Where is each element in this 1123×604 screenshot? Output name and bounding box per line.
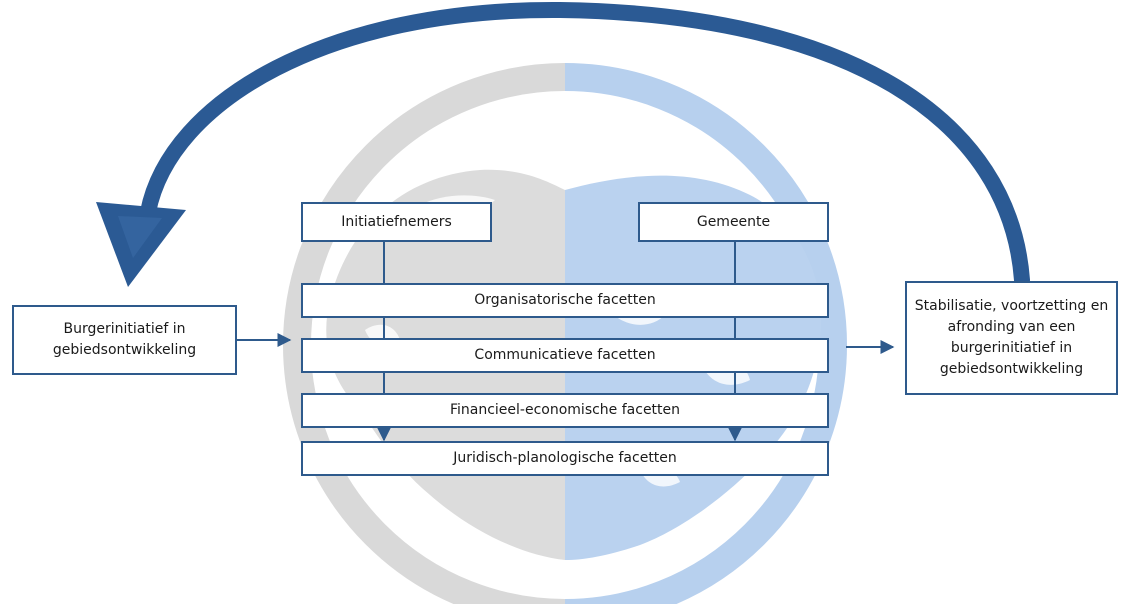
facet-box-juridisch-planologisch: Juridisch-planologische facetten: [301, 441, 829, 476]
input-label: Burgerinitiatief in gebiedsontwikkeling: [52, 321, 197, 358]
cycle-arrow-icon: [96, 1, 1030, 288]
actor-box-initiatiefnemers: Initiatiefnemers: [301, 202, 492, 242]
facet-box-financieel-economisch: Financieel-economische facetten: [301, 393, 829, 428]
input-box: Burgerinitiatief in gebiedsontwikkeling: [12, 305, 237, 375]
facet-label: Financieel-economische facetten: [449, 402, 681, 418]
facet-box-organisatorisch: Organisatorische facetten: [301, 283, 829, 318]
facet-label: Organisatorische facetten: [474, 292, 656, 308]
output-label: Stabilisatie, voortzetting en afronding …: [914, 298, 1109, 377]
facet-label: Juridisch-planologische facetten: [453, 450, 677, 466]
actor-label-initiatiefnemers: Initiatiefnemers: [341, 213, 452, 230]
output-box: Stabilisatie, voortzetting en afronding …: [905, 281, 1118, 395]
actor-box-gemeente: Gemeente: [638, 202, 829, 242]
actor-label-gemeente: Gemeente: [696, 213, 771, 230]
facet-box-communicatief: Communicatieve facetten: [301, 338, 829, 373]
facet-label: Communicatieve facetten: [474, 347, 656, 363]
